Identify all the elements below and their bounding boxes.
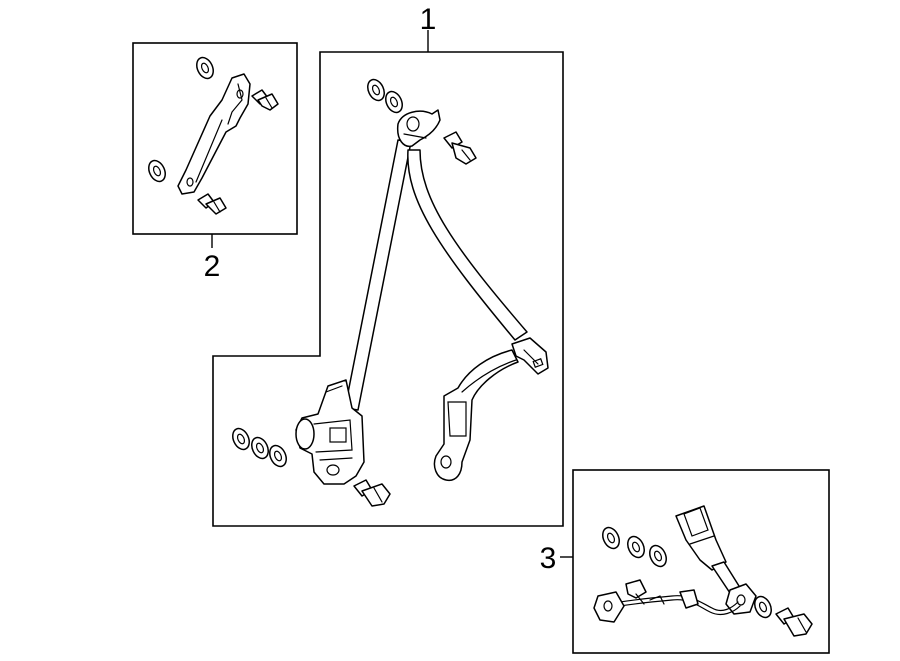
bolt-icon bbox=[251, 89, 279, 111]
panel-upper-anchor: 2 bbox=[132, 42, 298, 283]
panel-1-frame bbox=[212, 51, 564, 527]
retractor bbox=[295, 379, 365, 485]
bolt-icon bbox=[197, 193, 227, 215]
washer-icon bbox=[754, 595, 772, 619]
callout-number-1: 1 bbox=[420, 3, 437, 36]
bolt-icon bbox=[443, 131, 477, 165]
belt-webbing bbox=[407, 149, 528, 341]
washer-icon bbox=[232, 427, 250, 451]
latch-tongue bbox=[511, 337, 549, 375]
washer-icon bbox=[251, 436, 269, 460]
washer-icon bbox=[649, 544, 667, 568]
washer-icon bbox=[627, 535, 645, 559]
bolt-icon bbox=[775, 607, 813, 637]
washer-icon bbox=[385, 90, 403, 114]
wiring-harness bbox=[593, 579, 741, 623]
washer-icon bbox=[269, 444, 287, 468]
washer-icon bbox=[148, 159, 166, 183]
panel-seat-belt-assembly: 1 bbox=[212, 3, 564, 527]
washer-icon bbox=[367, 78, 385, 102]
washer-icon bbox=[196, 56, 214, 80]
callout-number-3: 3 bbox=[540, 542, 557, 575]
callout-number-2: 2 bbox=[204, 250, 221, 283]
d-ring-anchor bbox=[396, 109, 441, 148]
buckle-head bbox=[675, 505, 727, 571]
anchor-bracket bbox=[177, 73, 251, 195]
lower-anchor-plate bbox=[433, 349, 519, 482]
bolt-icon bbox=[353, 479, 391, 507]
washer-icon bbox=[602, 526, 620, 550]
panel-buckle-assembly: 3 bbox=[540, 469, 830, 654]
